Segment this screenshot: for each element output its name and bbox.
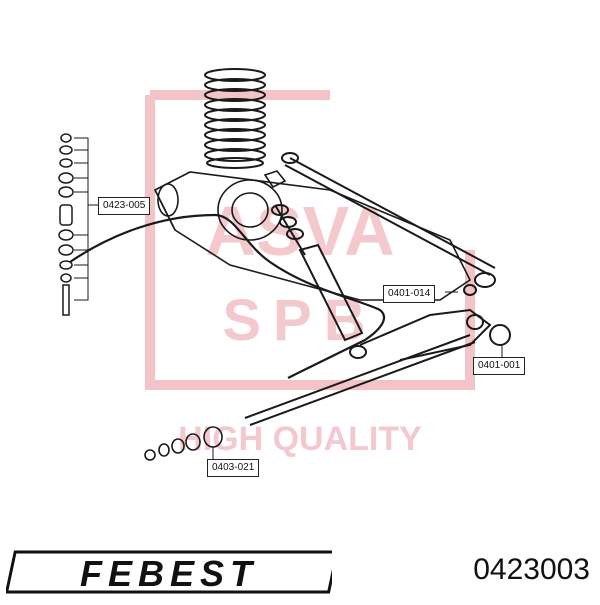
axle-housing <box>153 170 472 301</box>
logo-text: FEBEST <box>80 553 258 594</box>
shock-absorber <box>271 204 367 359</box>
watermark-line3: HIGH QUALITY <box>178 420 422 458</box>
leader-lines <box>74 137 503 459</box>
callout-arm-bushing: 0401-001 <box>473 357 526 375</box>
coil-spring <box>204 68 266 169</box>
febest-logo: FEBEST <box>6 550 332 594</box>
watermark-line2: SPB <box>222 288 377 353</box>
part-number: 0423003 <box>473 553 590 586</box>
stabilizer-link-stack <box>58 133 74 316</box>
lateral-rod <box>281 152 496 296</box>
callout-trailing-rod-bushing: 0403-021 <box>207 459 260 477</box>
trailing-arm <box>244 308 511 426</box>
callout-lateral-rod-bushing: 0401-014 <box>383 285 436 303</box>
stabilizer-bar <box>69 213 386 379</box>
callout-stabilizer-link: 0423-005 <box>98 197 151 215</box>
